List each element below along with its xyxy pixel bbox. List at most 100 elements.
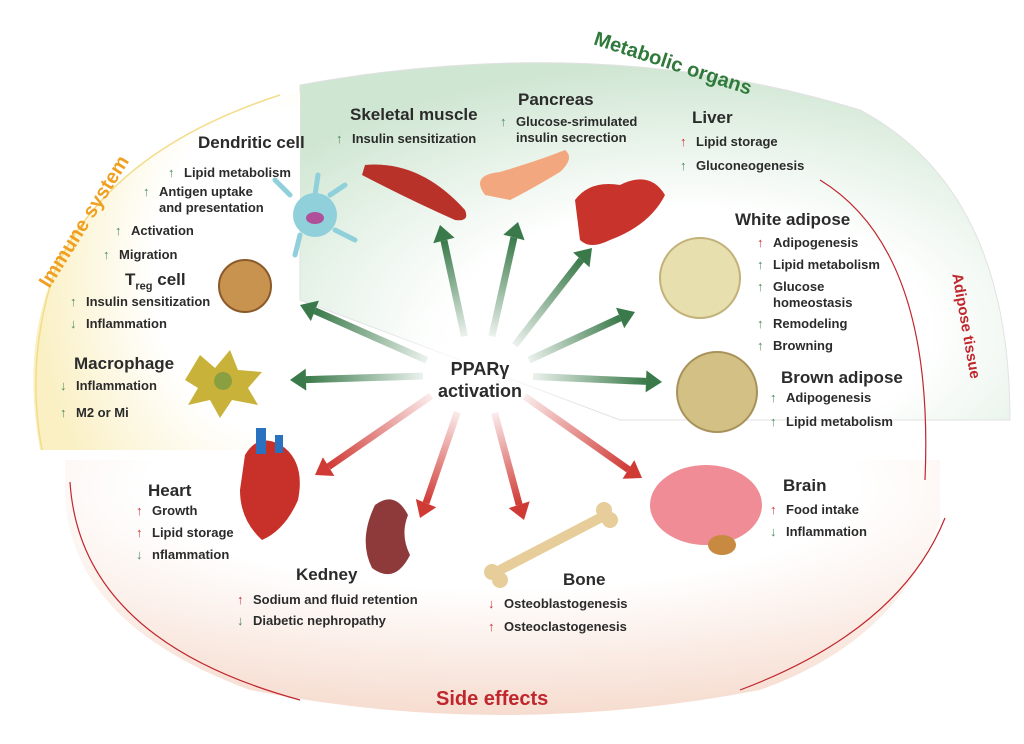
brown-adipose-effect: ↑Adipogenesis — [770, 390, 871, 406]
arrow-up-icon: ↑ — [143, 184, 150, 199]
effect-text: Lipid storage — [696, 134, 778, 149]
treg-cell-illustration — [218, 259, 272, 313]
effect-text: Migration — [119, 247, 178, 262]
effect-text: Insulin sensitization — [86, 294, 211, 309]
arrow-down-icon: ↓ — [70, 316, 77, 331]
arrow-down-icon: ↓ — [136, 547, 143, 562]
arrow-up-icon: ↑ — [680, 134, 687, 149]
immune-arc — [35, 94, 281, 451]
effect-text: Osteoclastogenesis — [504, 619, 627, 634]
white-adipose-effect: ↑Lipid metabolism — [757, 257, 880, 273]
arrow-up-icon: ↑ — [757, 316, 764, 331]
arrow-up-icon: ↑ — [136, 503, 143, 518]
effect-text: Food intake — [786, 502, 859, 517]
arrow-to-pancreas — [488, 222, 525, 338]
arrow-to-brown-adipose — [532, 370, 662, 393]
white-adipose-illustration — [659, 237, 741, 319]
arrow-to-brain — [522, 393, 642, 479]
arrow-up-icon: ↑ — [136, 525, 143, 540]
arrow-to-treg — [300, 300, 429, 364]
effect-text: Adipogenesis — [773, 235, 859, 250]
treg-effect: ↑Insulin sensitization — [70, 294, 210, 310]
arrow-up-icon: ↑ — [757, 279, 764, 294]
effect-text: Inflammation — [76, 378, 157, 393]
kidney-illustration — [365, 499, 410, 575]
effect-text: nflammation — [152, 547, 230, 562]
treg-title: Treg cell — [125, 270, 186, 292]
macrophage-effect: ↓ Inflammation — [60, 378, 157, 394]
effect-text: Insulin sensitization — [352, 131, 477, 146]
effect-text: Osteoblastogenesis — [504, 596, 628, 611]
effect-text: Glucose-srimulated — [516, 114, 638, 129]
macrophage-effect: ↑M2 or Mi — [60, 405, 129, 421]
center-line-1: PPARγ — [450, 359, 510, 379]
arrow-to-heart — [315, 393, 434, 477]
arrow-up-icon: ↑ — [757, 338, 764, 353]
arrow-up-icon: ↑ — [488, 619, 495, 634]
brain-effect: ↑ Food intake — [770, 502, 859, 518]
treg-title-t: T — [125, 270, 136, 289]
arrow-down-icon: ↓ — [770, 524, 777, 539]
adipose-arc — [819, 179, 927, 481]
effect-text: Activation — [131, 223, 194, 238]
effect-text: Sodium and fluid retention — [253, 592, 418, 607]
arrow-to-liver — [511, 248, 592, 348]
treg-title-sub: reg — [135, 280, 153, 293]
arrow-up-icon: ↑ — [237, 592, 244, 607]
effect-text: Gluconeogenesis — [696, 158, 805, 173]
dendritic-effect: ↑Lipid metabolism — [168, 165, 291, 181]
effect-text: M2 or Mi — [76, 405, 129, 420]
heart-illustration — [240, 428, 300, 540]
effect-text: Glucose — [773, 279, 825, 294]
liver-illustration — [575, 179, 665, 245]
heart-effect: ↓ nflammation — [136, 547, 229, 563]
treg-title-rest: cell — [152, 270, 186, 289]
heart-effect: ↑Growth — [136, 503, 198, 519]
white-adipose-effect: ↑ Adipogenesis — [757, 235, 858, 251]
pancreas-title: Pancreas — [518, 90, 594, 109]
kidney-effect: ↑ Sodium and fluid retention — [237, 592, 418, 608]
white-adipose-title: White adipose — [735, 210, 851, 229]
effect-text: Diabetic nephropathy — [253, 613, 386, 628]
bone-effect: ↓Osteoblastogenesis — [488, 596, 628, 612]
brain-effect: ↓Inflammation — [770, 524, 867, 540]
dendritic-cell-illustration — [272, 172, 358, 258]
arrow-up-icon: ↑ — [770, 390, 777, 405]
white-adipose-effect: ↑ Browning — [757, 338, 833, 354]
arrow-up-icon: ↑ — [680, 158, 687, 173]
white-adipose-effect: ↑Remodeling — [757, 316, 847, 332]
effect-text: Browning — [773, 338, 833, 353]
heart-title: Heart — [148, 481, 192, 500]
treg-effect: ↓Inflammation — [70, 316, 167, 332]
bone-effect: ↑ Osteoclastogenesis — [488, 619, 627, 635]
skeletal-muscle-illustration — [362, 164, 467, 221]
brown-adipose-title: Brown adipose — [781, 368, 903, 387]
dendritic-effect: ↑Activation — [115, 223, 194, 239]
arrow-up-icon: ↑ — [770, 502, 777, 517]
effect-text: Lipid metabolism — [786, 414, 893, 429]
arrow-up-icon: ↑ — [757, 235, 764, 250]
heart-effect: ↑Lipid storage — [136, 525, 234, 541]
kidney-title: Kedney — [296, 565, 358, 584]
arrow-up-icon: ↑ — [336, 131, 343, 146]
brain-illustration — [650, 465, 762, 555]
arrow-up-icon: ↑ — [757, 257, 764, 272]
effect-text-line2: and presentation — [159, 200, 264, 215]
kidney-effect: ↓Diabetic nephropathy — [237, 613, 386, 629]
skeletal-muscle-effect: ↑ Insulin sensitization — [336, 131, 476, 147]
center-line-2: activation — [437, 381, 523, 401]
macrophage-title: Macrophage — [74, 354, 175, 373]
bone-title: Bone — [563, 570, 606, 589]
liver-effect: ↑ Lipid storage — [680, 134, 778, 150]
arrow-down-icon: ↓ — [60, 378, 67, 393]
arrow-to-bone — [491, 412, 530, 520]
brain-title: Brain — [783, 476, 827, 495]
dendritic-effect: ↑Migration — [103, 247, 178, 263]
arrow-to-macrophage — [290, 368, 424, 391]
effect-text: Antigen uptake — [159, 184, 253, 199]
bone-illustration — [484, 502, 618, 588]
